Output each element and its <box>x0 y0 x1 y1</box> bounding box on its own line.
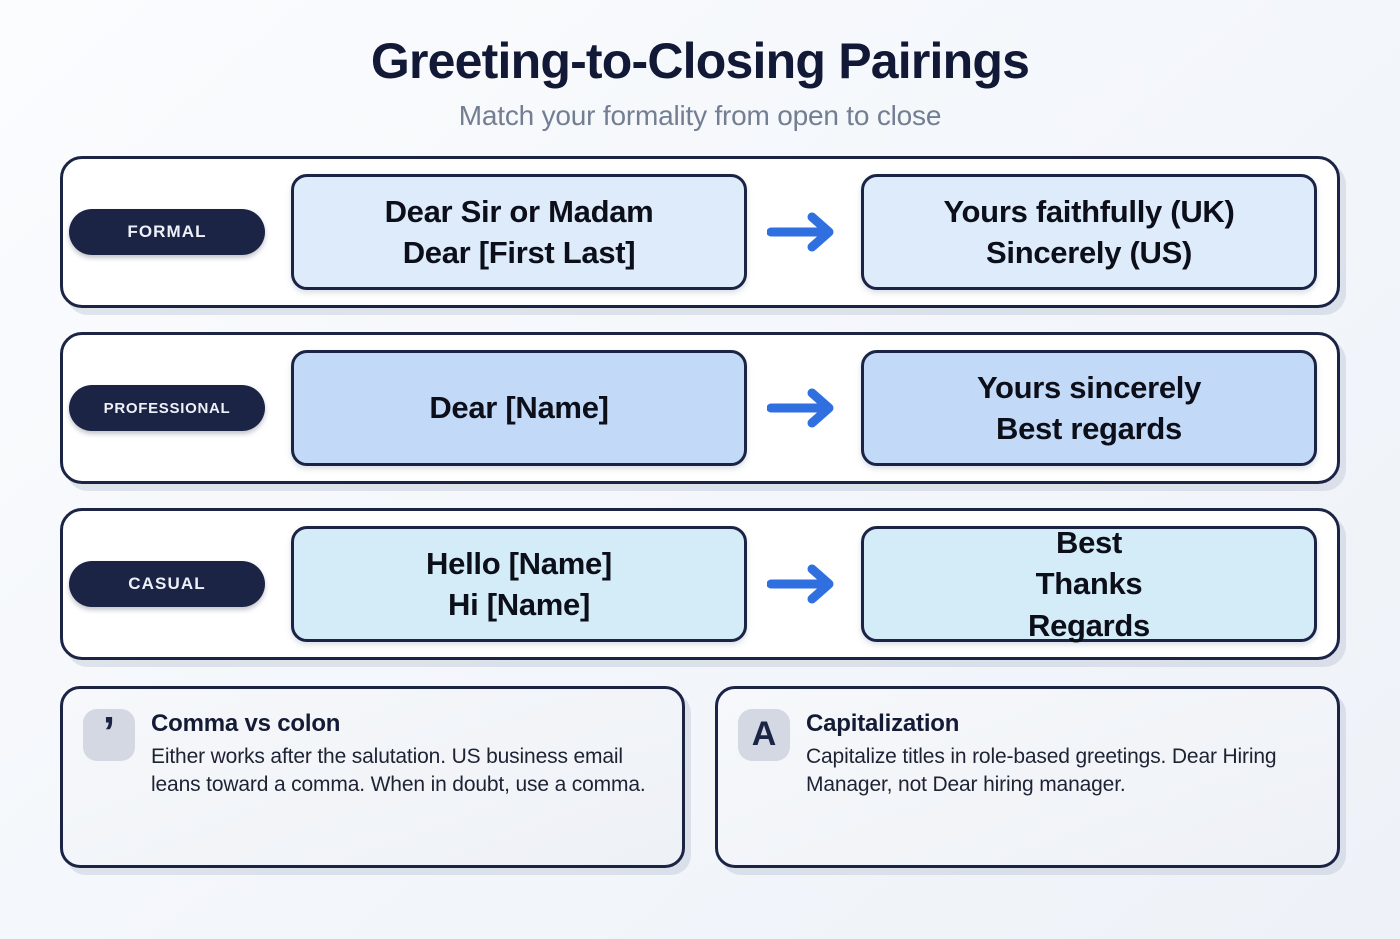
pairing-rows: FORMAL Dear Sir or Madam Dear [First Las… <box>60 156 1340 660</box>
greeting-line: Dear [First Last] <box>402 235 636 270</box>
comma-icon: ’ <box>83 709 135 761</box>
greeting-line: Dear Sir or Madam <box>384 193 654 229</box>
note-card-capitalization: A Capitalization Capitalize titles in ro… <box>715 686 1340 868</box>
closing-line: Thanks <box>1035 566 1143 602</box>
letter-a-icon: A <box>738 709 790 761</box>
pairing-row-casual: CASUAL Hello [Name] Hi [Name] Best Thank… <box>60 508 1340 660</box>
note-title: Comma vs colon <box>151 710 341 737</box>
formality-badge-professional: PROFESSIONAL <box>69 385 265 431</box>
arrow-right-icon <box>747 210 861 254</box>
note-cards: ’ Comma vs colon Either works after the … <box>60 686 1340 868</box>
greeting-line: Hi [Name] <box>448 587 590 622</box>
greeting-line: Hello [Name] <box>426 545 612 581</box>
greeting-box-casual: Hello [Name] Hi [Name] <box>291 526 747 642</box>
greeting-line: Dear [Name] <box>429 390 609 426</box>
closing-line: Yours sincerely <box>976 369 1202 405</box>
closing-box-professional: Yours sincerely Best regards <box>861 350 1317 466</box>
note-body: Capitalization Capitalize titles in role… <box>806 709 1315 799</box>
page-header: Greeting-to-Closing Pairings Match your … <box>60 0 1340 132</box>
note-text: Capitalize titles in role-based greeting… <box>806 744 1277 797</box>
note-card-comma-vs-colon: ’ Comma vs colon Either works after the … <box>60 686 685 868</box>
pairing-row-professional: PROFESSIONAL Dear [Name] Yours sincerely… <box>60 332 1340 484</box>
note-body: Comma vs colon Either works after the sa… <box>151 709 660 799</box>
arrow-right-icon <box>747 386 861 430</box>
closing-line: Yours faithfully (UK) <box>943 193 1235 229</box>
pairing-row-formal: FORMAL Dear Sir or Madam Dear [First Las… <box>60 156 1340 308</box>
greeting-box-professional: Dear [Name] <box>291 350 747 466</box>
closing-box-formal: Yours faithfully (UK) Sincerely (US) <box>861 174 1317 290</box>
page-title: Greeting-to-Closing Pairings <box>370 33 1030 89</box>
closing-box-casual: Best Thanks Regards <box>861 525 1317 643</box>
page-subtitle: Match your formality from open to close <box>458 100 942 131</box>
note-text: Either works after the salutation. US bu… <box>151 744 646 797</box>
closing-line: Regards <box>1028 607 1150 643</box>
closing-line: Best regards <box>996 411 1182 446</box>
greeting-box-formal: Dear Sir or Madam Dear [First Last] <box>291 174 747 290</box>
note-title: Capitalization <box>806 710 960 737</box>
formality-badge-casual: CASUAL <box>69 561 265 607</box>
formality-badge-formal: FORMAL <box>69 209 265 255</box>
closing-line: Sincerely (US) <box>986 235 1192 270</box>
arrow-right-icon <box>747 562 861 606</box>
closing-line: Best <box>1056 525 1122 561</box>
